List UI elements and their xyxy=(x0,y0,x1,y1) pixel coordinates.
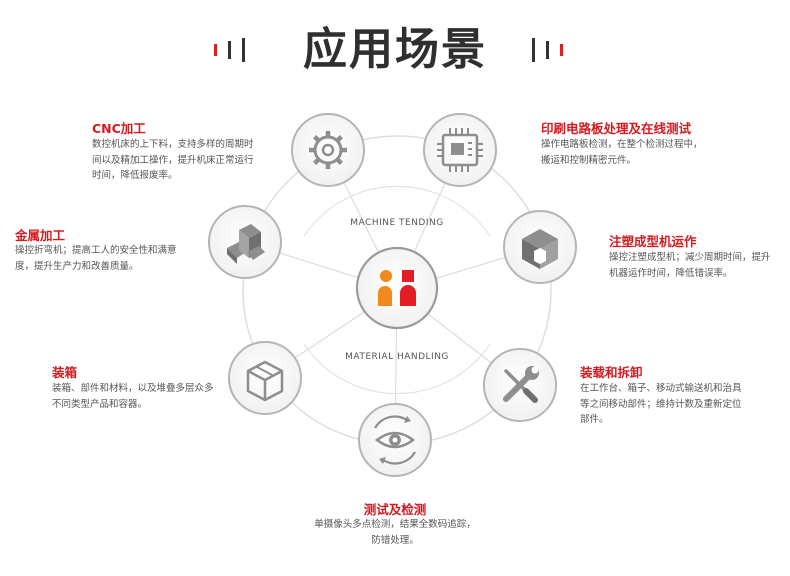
scenario-title-box: 装箱 xyxy=(52,365,78,380)
mold-icon xyxy=(522,229,558,269)
scenario-desc-cnc: 数控机床的上下料，支持多样的周期时间以及精加工操作，提升机床正常运行时间，降低报… xyxy=(92,139,254,181)
circuit-board-icon xyxy=(437,128,483,172)
scenario-title-cnc: CNC加工 xyxy=(92,121,146,136)
scenario-title-mold: 注塑成型机运作 xyxy=(609,234,697,249)
scenario-desc-tools: 在工作台、箱子、移动式输送机和治具等之间移动部件；维持计数及重新定位部件。 xyxy=(580,383,742,425)
node-box xyxy=(228,341,302,415)
scenario-desc-mold: 操控注塑成型机；减少周期时间，提升机器运作时间，降低错误率。 xyxy=(609,252,771,279)
node-mold xyxy=(503,210,577,284)
metal-blocks-icon xyxy=(227,224,265,264)
scenario-desc-box: 装箱、部件和材料，以及堆叠多层众多不同类型产品和容器。 xyxy=(52,383,214,410)
page-title: 应用场景 xyxy=(303,24,487,75)
scenario-title-pcb: 印刷电路板处理及在线测试 xyxy=(541,121,692,136)
box-icon xyxy=(246,360,284,402)
scenario-title-inspection: 测试及检测 xyxy=(363,502,427,517)
node-inspection xyxy=(358,403,432,477)
scenario-desc-metal: 操控折弯机；提高工人的安全性和满意度，提升生产力和改善质量。 xyxy=(15,245,177,272)
scenario-desc-inspection: 单摄像头多点检测，结果全数码追踪，防错处理。 xyxy=(314,519,476,546)
ring-label-top: MACHINE TENDING xyxy=(350,218,444,228)
scenario-title-metal: 金属加工 xyxy=(15,228,66,243)
rb-logo-icon xyxy=(378,270,416,306)
node-tools xyxy=(483,348,557,422)
node-cnc xyxy=(291,113,365,187)
gear-icon xyxy=(309,131,347,169)
node-metal xyxy=(208,205,282,279)
wrench-screwdriver-icon xyxy=(503,366,539,403)
center-node xyxy=(355,246,439,330)
ring-label-bottom: MATERIAL HANDLING xyxy=(345,352,449,362)
scenario-title-tools: 装载和拆卸 xyxy=(580,365,643,380)
scenario-desc-pcb: 操作电路板检测，在整个检测过程中，搬运和控制精密元件。 xyxy=(541,139,703,166)
node-pcb xyxy=(423,113,497,187)
eye-inspection-icon xyxy=(374,415,416,465)
